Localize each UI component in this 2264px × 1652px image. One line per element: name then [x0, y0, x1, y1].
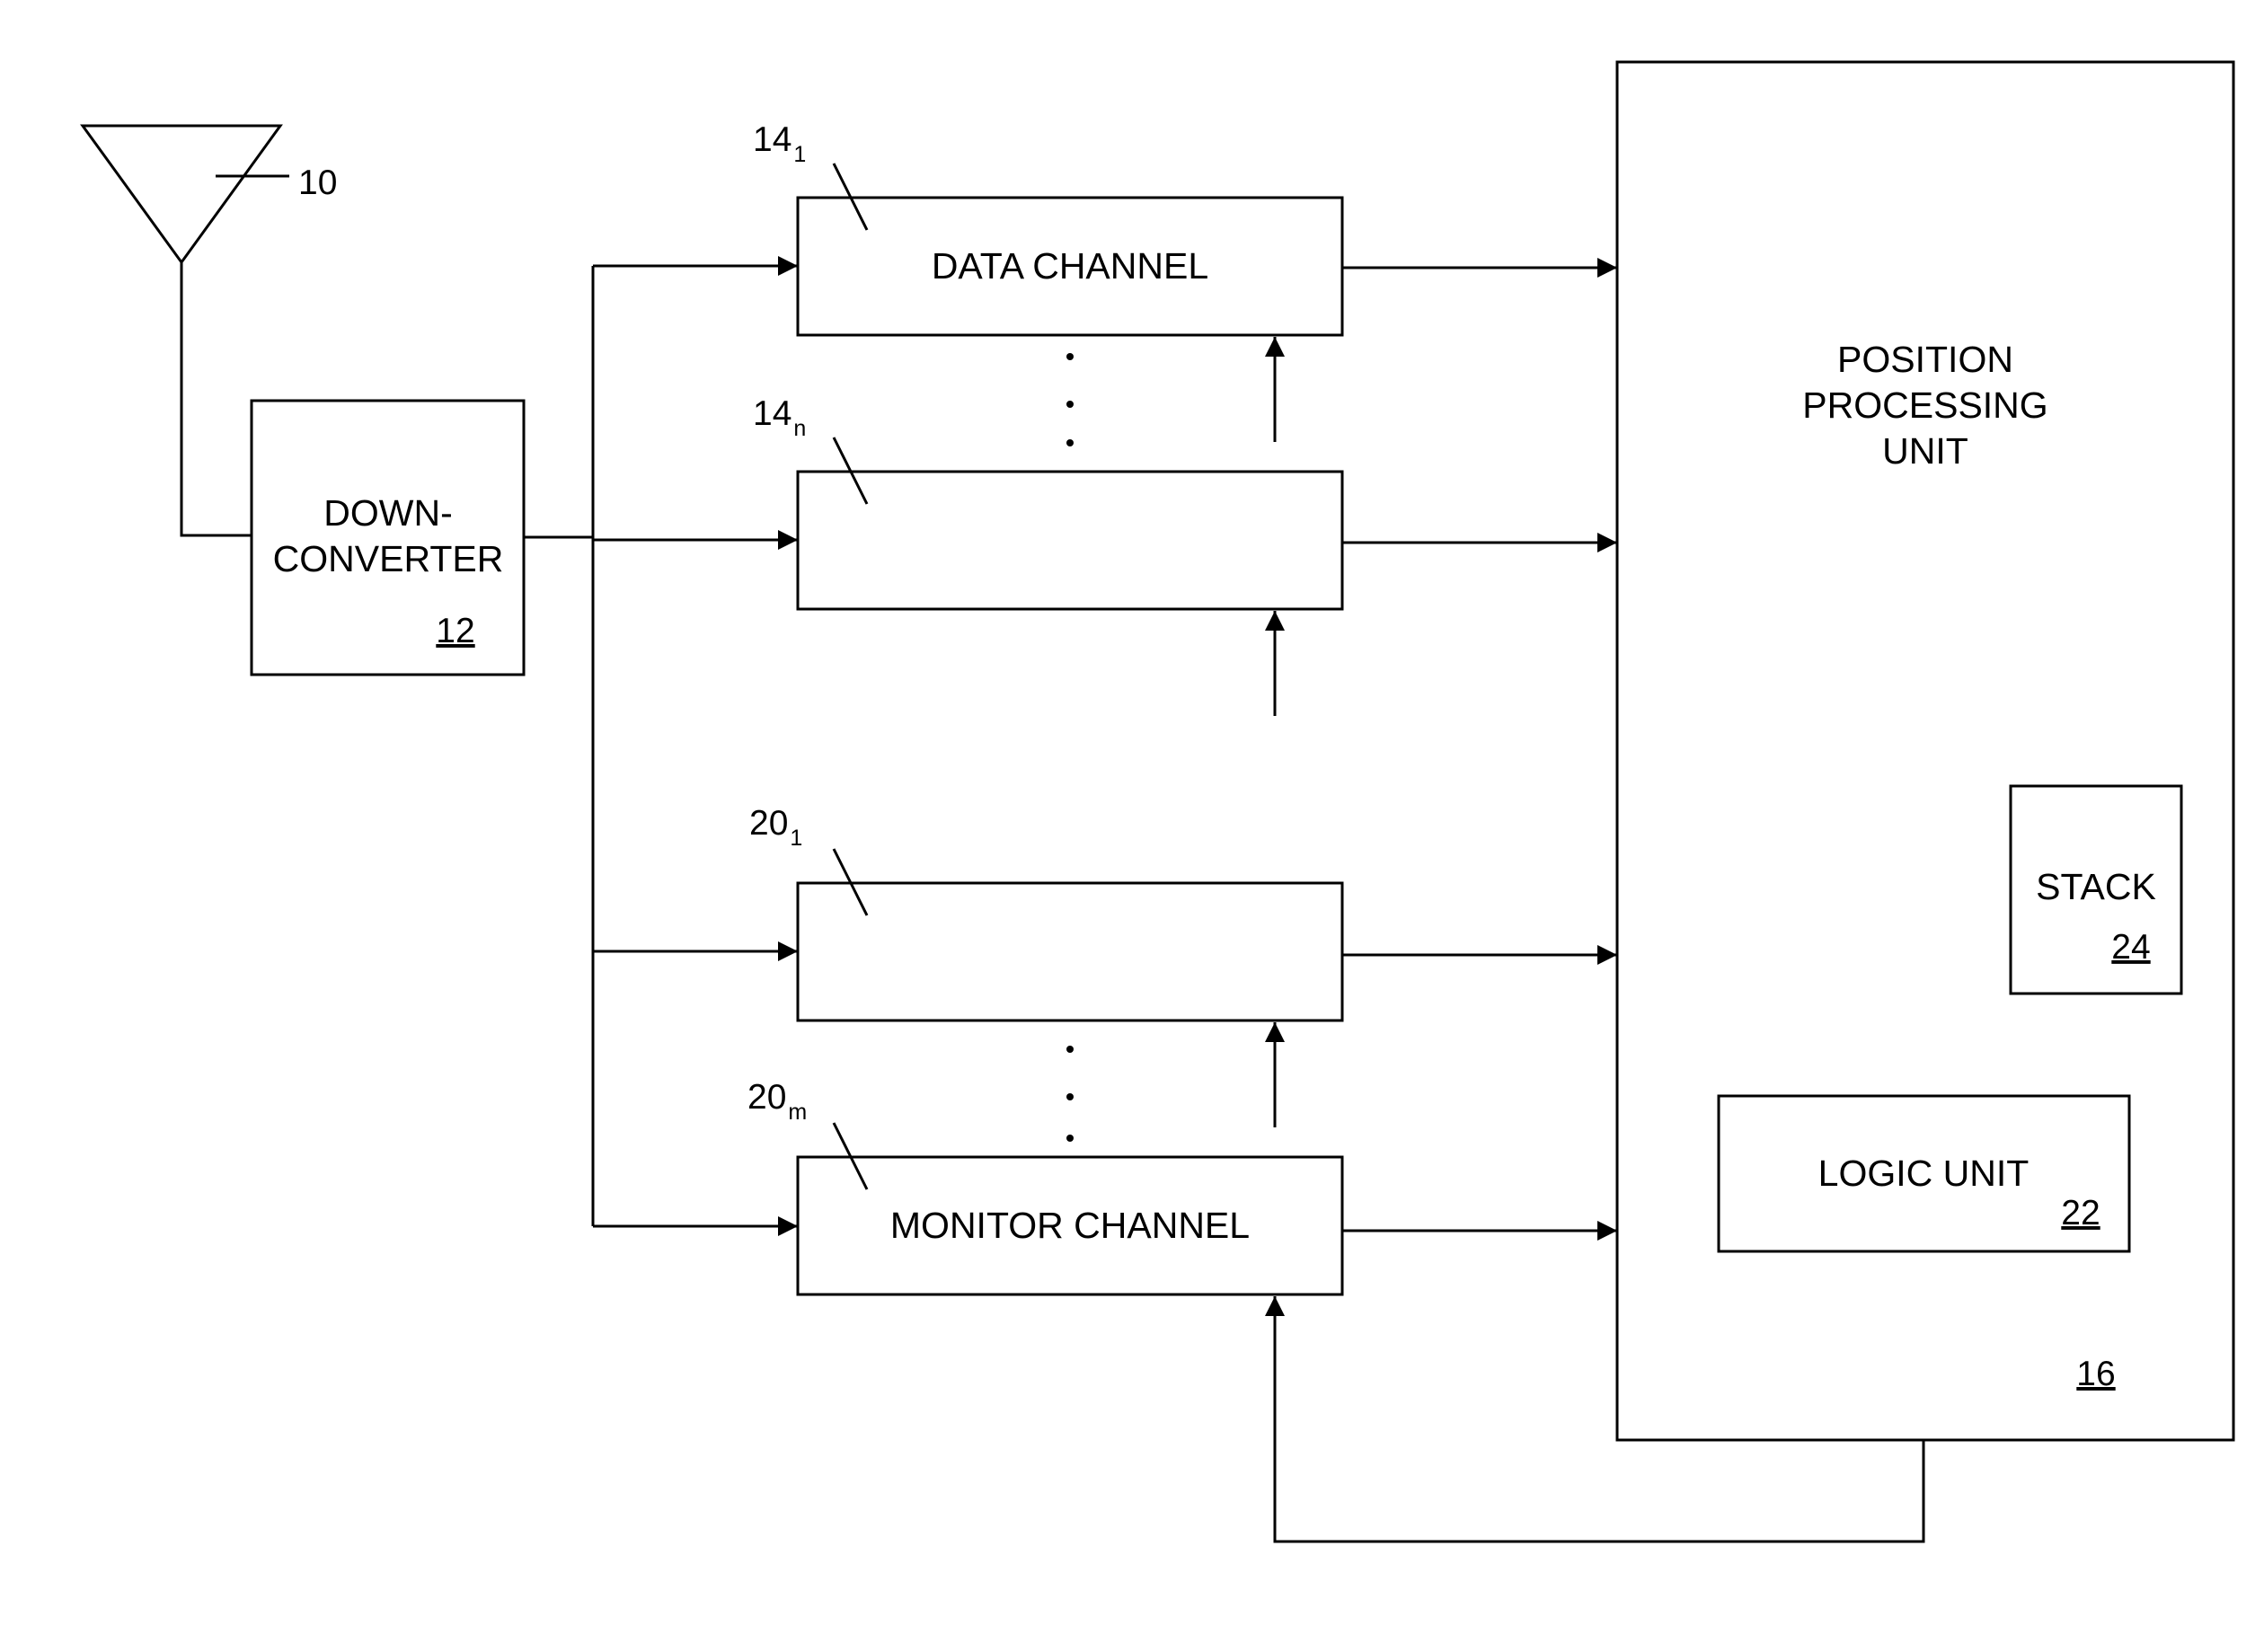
- logic-unit-ref: 22: [2061, 1194, 2100, 1232]
- ellipsis-dot: [1066, 439, 1074, 446]
- ppu-label-line1: POSITION: [1837, 339, 2013, 380]
- monitor-channel-1-ref: 201: [749, 804, 802, 851]
- data-channel-n: 14n: [753, 394, 1342, 609]
- downconverter-label-line1: DOWN-: [323, 492, 452, 534]
- downconverter-block: DOWN- CONVERTER 12: [252, 401, 524, 675]
- data-channel-n-box: [798, 472, 1342, 609]
- antenna-icon: [83, 126, 280, 262]
- logic-unit-label: LOGIC UNIT: [1818, 1153, 2030, 1194]
- data-channel-n-ref-sub: n: [793, 416, 806, 441]
- data-channel-1-ref-main: 14: [753, 120, 792, 159]
- data-channel-1-label: DATA CHANNEL: [932, 245, 1208, 287]
- data-channel-n-ref: 14n: [753, 394, 806, 441]
- data-channel-1-ref-sub: 1: [793, 142, 806, 167]
- antenna-ref: 10: [298, 163, 337, 202]
- antenna-feed-line: [181, 262, 252, 535]
- monitor-channel-m-ref-sub: m: [788, 1100, 807, 1125]
- data-channel-1-ref: 141: [753, 120, 806, 167]
- ppu-label-line2: PROCESSING: [1802, 384, 2047, 426]
- ellipsis-dot: [1066, 1093, 1074, 1100]
- ellipsis-dot: [1066, 1046, 1074, 1053]
- stack-ref: 24: [2111, 928, 2150, 967]
- ppu-label-line3: UNIT: [1882, 430, 1968, 472]
- data-channel-n-ref-main: 14: [753, 394, 792, 433]
- ellipsis-dot: [1066, 353, 1074, 360]
- logic-unit-block: LOGIC UNIT 22: [1719, 1096, 2129, 1251]
- monitor-channel-m: MONITOR CHANNEL 20m: [747, 1078, 1342, 1294]
- ellipsis-dot: [1066, 1135, 1074, 1142]
- downconverter-label-line2: CONVERTER: [273, 538, 504, 579]
- monitor-channel-m-label: MONITOR CHANNEL: [890, 1205, 1250, 1246]
- data-channel-ellipsis: [1066, 353, 1074, 446]
- antenna: 10: [83, 126, 337, 262]
- monitor-channel-ellipsis: [1066, 1046, 1074, 1142]
- data-channel-1: DATA CHANNEL 141: [753, 120, 1342, 335]
- monitor-channel-m-ref-main: 20: [747, 1078, 786, 1117]
- monitor-channel-1: 201: [749, 804, 1342, 1020]
- monitor-channel-1-ref-sub: 1: [790, 826, 802, 851]
- stack-label: STACK: [2036, 866, 2156, 907]
- stack-block: STACK 24: [2011, 786, 2181, 994]
- ellipsis-dot: [1066, 401, 1074, 408]
- ppu-ref: 16: [2076, 1355, 2115, 1393]
- downconverter-ref: 12: [436, 612, 474, 650]
- monitor-channel-1-ref-main: 20: [749, 804, 788, 843]
- monitor-channel-1-box: [798, 883, 1342, 1020]
- monitor-channel-m-ref: 20m: [747, 1078, 807, 1125]
